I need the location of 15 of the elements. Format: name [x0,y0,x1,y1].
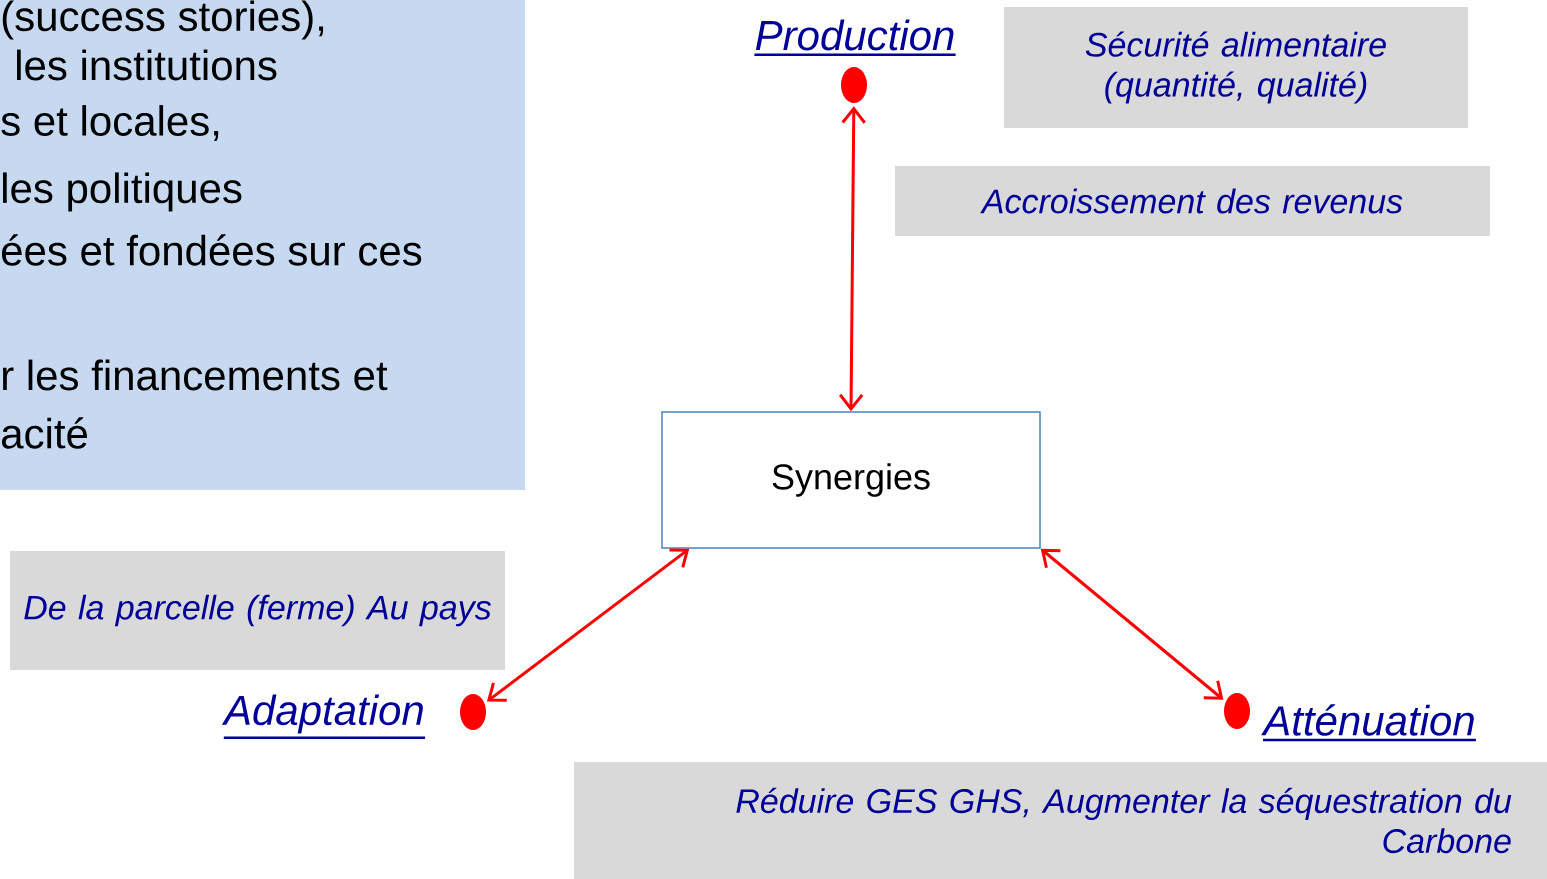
process-box: Synergies [661,411,1041,549]
text-panel: (success stories), les institutions s et locales, les politiques ées et fondées sur ces r les financements et acité [0,0,525,490]
node-label: Adaptation [221,694,425,740]
dot [1224,693,1250,729]
note-box: Accroissement des revenus [895,166,1490,236]
note-box: Réduire GES GHS, Augmenter la séquestration du Carbone [574,762,1547,879]
node-label: Atténuation [1261,704,1476,742]
note-box: Sécurité alimentaire (quantité, qualité) [1004,7,1468,128]
arrow [487,548,690,702]
dot [460,694,486,730]
arrow [838,106,866,412]
note-box: De la parcelle (ferme) Au pays [10,551,505,670]
arrow [1040,548,1224,700]
dot [841,67,867,103]
node-label: Production [754,19,956,56]
